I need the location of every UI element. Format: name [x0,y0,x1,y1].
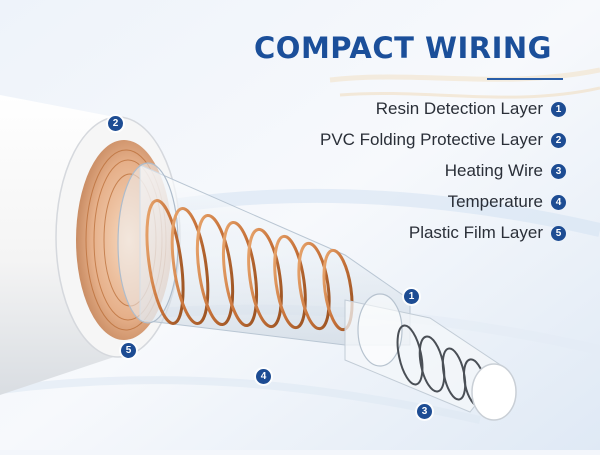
copper-heating-coil [145,199,354,332]
number-badge: 5 [551,225,566,241]
layer-legend: Resin Detection Layer 1 PVC Folding Prot… [320,98,566,244]
legend-label: Temperature [447,192,543,211]
number-badge: 3 [551,163,566,179]
title-underline [487,78,563,80]
page-title: COMPACT WIRING [254,31,552,65]
callout-heating-wire: 3 [417,404,432,419]
number-badge: 4 [551,194,566,210]
legend-item-heating-wire: Heating Wire 3 [445,160,566,182]
legend-label: Heating Wire [444,161,543,180]
legend-item-resin-detection: Resin Detection Layer 1 [376,98,566,120]
number-badge: 2 [551,132,566,148]
inner-tube-end [357,293,403,367]
legend-item-pvc-layer: PVC Folding Protective Layer 2 [320,129,566,151]
callout-temperature-coil: 4 [256,369,271,384]
legend-label: Plastic Film Layer [408,223,543,242]
legend-label: PVC Folding Protective Layer [320,130,543,149]
legend-label: Resin Detection Layer [375,99,543,118]
legend-item-plastic-film: Plastic Film Layer 5 [409,222,566,244]
callout-outer-tube: 2 [108,116,123,131]
callout-inner-tube: 1 [404,289,419,304]
core-end [471,363,517,421]
legend-item-temperature: Temperature 4 [448,191,566,213]
callout-film-layer: 5 [121,343,136,358]
number-badge: 1 [551,101,566,117]
